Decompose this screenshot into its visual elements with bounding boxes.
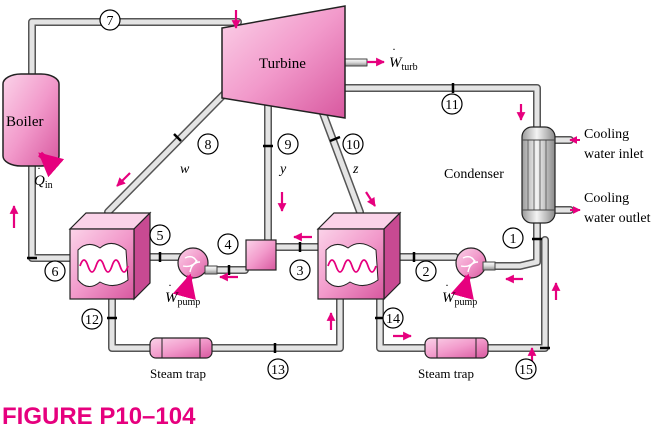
state-10: 10 [342, 133, 364, 155]
pump-2 [455, 247, 496, 279]
svg-text:12: 12 [85, 313, 99, 328]
cooling-inlet-label-line2: water inlet [584, 147, 644, 162]
closed-feedwater-heater-1 [68, 211, 152, 301]
pump-1 [177, 247, 218, 279]
state-9: 9 [277, 133, 299, 155]
fraction-w-label: w [180, 162, 190, 177]
state-7: 7 [99, 9, 121, 31]
turbine-label: Turbine [259, 56, 306, 72]
svg-text:7: 7 [107, 14, 114, 29]
state-2: 2 [415, 260, 437, 282]
svg-text:6: 6 [52, 265, 59, 280]
energy-labels: Wturb · Qin · Wpump · Wpump · Cooling wa… [34, 42, 651, 308]
figure-caption: FIGURE P10–104 [2, 403, 196, 430]
piping [28, 18, 574, 352]
svg-text:10: 10 [346, 138, 360, 153]
condenser: Condenser [444, 126, 556, 224]
state-12: 12 [81, 308, 103, 330]
pump-2-work-label: Wpump [442, 290, 477, 308]
state-6: 6 [44, 260, 66, 282]
turbine-work-label: Wturb [389, 55, 418, 73]
fraction-y-label: y [278, 162, 287, 177]
svg-text:8: 8 [205, 138, 212, 153]
state-14: 14 [382, 307, 404, 329]
steam-trap-2: Steam trap [418, 337, 489, 381]
svg-text:·: · [37, 161, 41, 175]
turbine: Turbine [221, 5, 346, 119]
state-15: 15 [515, 358, 537, 380]
steam-trap-2-label: Steam trap [418, 366, 474, 381]
cooling-inlet-label-line1: Cooling [584, 127, 629, 142]
state-11: 11 [441, 93, 463, 115]
fraction-z-label: z [352, 162, 359, 177]
svg-text:15: 15 [519, 363, 533, 378]
svg-text:9: 9 [285, 138, 292, 153]
svg-text:1: 1 [510, 232, 517, 247]
svg-text:·: · [168, 278, 172, 292]
svg-text:4: 4 [225, 238, 232, 253]
svg-text:13: 13 [271, 363, 285, 378]
steam-trap-1-label: Steam trap [150, 366, 206, 381]
svg-text:3: 3 [297, 264, 304, 279]
state-3: 3 [289, 259, 311, 281]
svg-text:14: 14 [386, 312, 400, 327]
flow-arrows [9, 10, 581, 365]
state-8: 8 [197, 133, 219, 155]
condenser-label: Condenser [444, 167, 504, 182]
boiler: Boiler [2, 73, 60, 167]
svg-text:11: 11 [445, 98, 458, 113]
svg-text:·: · [445, 278, 449, 292]
state-ticks [27, 17, 550, 353]
state-5: 5 [149, 224, 171, 246]
boiler-label: Boiler [6, 114, 44, 130]
cooling-outlet-label-line1: Cooling [584, 191, 629, 206]
state-4: 4 [217, 233, 239, 255]
state-1: 1 [502, 227, 524, 249]
state-13: 13 [267, 358, 289, 380]
svg-text:·: · [392, 42, 396, 56]
state-point-labels: 7 8 9 10 11 5 4 6 3 2 1 12 13 14 15 [44, 9, 537, 380]
closed-feedwater-heater-2 [316, 211, 402, 301]
mixing-chamber [245, 239, 277, 271]
heat-input-label: Qin [34, 173, 53, 191]
svg-text:5: 5 [157, 229, 164, 244]
cooling-outlet-label-line2: water outlet [584, 211, 651, 226]
steam-trap-1: Steam trap [149, 337, 213, 381]
svg-text:2: 2 [423, 265, 430, 280]
pump-1-work-label: Wpump [165, 290, 200, 308]
